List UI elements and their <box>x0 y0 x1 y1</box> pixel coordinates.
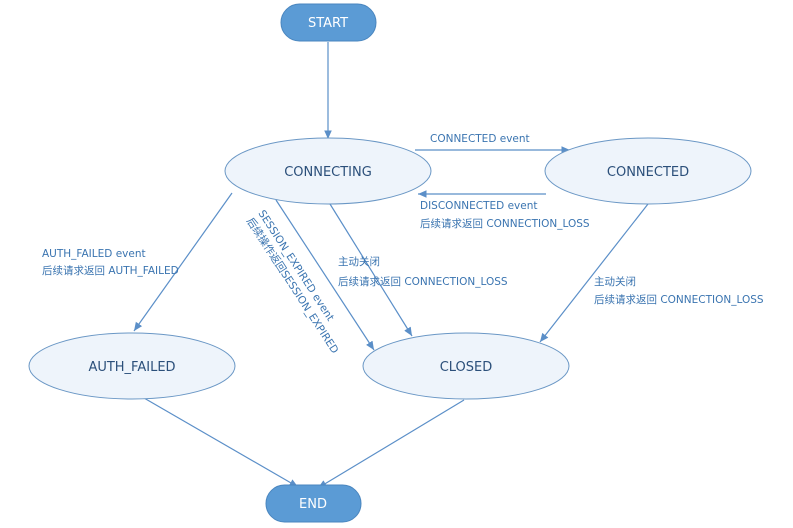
label-connected-active-close: 主动关闭 <box>594 275 636 288</box>
edge-connected-to-closed <box>539 203 649 343</box>
label-auth-failed-result: 后续请求返回 AUTH_FAILED <box>42 264 179 277</box>
connecting-label: CONNECTING <box>284 165 372 180</box>
end-label: END <box>299 497 327 512</box>
node-closed: CLOSED <box>362 332 570 400</box>
edge-closed-to-end <box>317 399 465 489</box>
edge-connecting-to-closed-session <box>275 199 375 351</box>
auth-failed-label: AUTH_FAILED <box>88 360 175 375</box>
node-connected: CONNECTED <box>544 137 752 205</box>
edge-connecting-to-closed-active <box>329 203 413 337</box>
label-session-expired-result: 后续操作返回SESSION_EXPIRED <box>244 215 342 356</box>
node-connecting: CONNECTING <box>224 137 432 205</box>
label-auth-failed-event: AUTH_FAILED event <box>42 248 146 260</box>
auth-failed-shape <box>28 332 236 400</box>
node-end: END <box>265 484 362 523</box>
edges <box>133 42 649 489</box>
edge-auth-failed-to-end <box>143 397 299 488</box>
label-active-close-result: 后续请求返回 CONNECTION_LOSS <box>338 275 508 288</box>
start-label: START <box>308 16 348 31</box>
connected-shape <box>544 137 752 205</box>
label-session-expired-event: SESSION_EXPIRED event <box>255 208 336 323</box>
label-connected-active-close-result: 后续请求返回 CONNECTION_LOSS <box>594 293 764 306</box>
label-disconnected-event: DISCONNECTED event <box>420 200 538 212</box>
closed-label: CLOSED <box>440 360 493 375</box>
label-active-close: 主动关闭 <box>338 255 380 268</box>
node-start: START <box>280 3 377 42</box>
label-disconnected-result: 后续请求返回 CONNECTION_LOSS <box>420 217 590 230</box>
node-auth-failed: AUTH_FAILED <box>28 332 236 400</box>
label-session-expired-group: SESSION_EXPIRED event 后续操作返回SESSION_EXPI… <box>244 208 342 356</box>
edge-connecting-to-auth-failed <box>133 192 233 332</box>
label-connected-event: CONNECTED event <box>430 133 530 145</box>
connected-label: CONNECTED <box>607 165 689 180</box>
start-shape <box>280 3 377 42</box>
end-shape <box>265 484 362 523</box>
connecting-shape <box>224 137 432 205</box>
closed-shape <box>362 332 570 400</box>
